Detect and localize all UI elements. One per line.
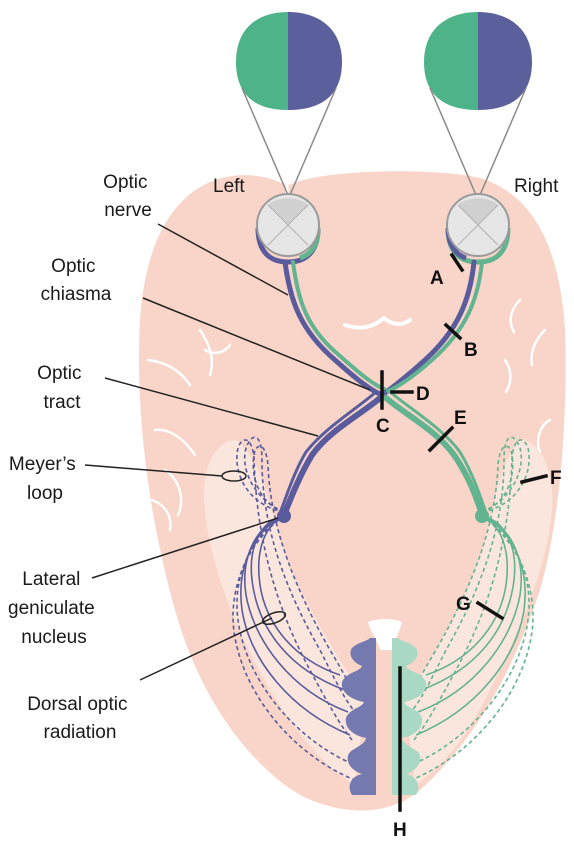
- lateral-geniculate-label: Lateral geniculate nucleus: [8, 569, 100, 648]
- lesion-e-mark: [427, 425, 455, 453]
- left-sulci: [146, 328, 232, 532]
- right-optic-nerve-green: [386, 260, 484, 393]
- lesion-f-mark: [519, 473, 549, 485]
- left-optic-nerve-green: [291, 260, 386, 391]
- left-side-label: Left: [213, 176, 245, 197]
- optic-tract-label: Optic tract: [37, 363, 87, 413]
- left-field-temporal: [236, 12, 288, 110]
- radiation-marker: [261, 611, 287, 625]
- left-eyeball: [255, 193, 321, 265]
- lesion-d-label: D: [416, 384, 430, 405]
- anterior-sulcus: [343, 316, 412, 330]
- right-field-temporal: [424, 12, 478, 110]
- right-side-label: Right: [514, 176, 559, 197]
- lesion-a-mark: [449, 252, 465, 273]
- lesion-marks: [380, 252, 549, 812]
- meyers-loop-pointer: [84, 464, 223, 477]
- left-field-nasal: [288, 12, 342, 110]
- lesion-g-mark: [475, 600, 505, 621]
- right-optic-radiation: [405, 436, 534, 783]
- lesion-g-label: G: [456, 594, 471, 615]
- right-optic-tract: [383, 395, 485, 518]
- left-eye-visual-field: [236, 12, 342, 196]
- lesion-c-label: C: [376, 416, 390, 437]
- meyers-loop-marker: [221, 470, 247, 482]
- lesion-h-label: H: [393, 820, 407, 841]
- radiation-pointer: [139, 617, 273, 681]
- lgn-pointer: [91, 517, 279, 579]
- right-sulci: [503, 298, 552, 507]
- lesion-f-label: F: [550, 468, 562, 489]
- left-optic-nerve-blue: [282, 259, 385, 398]
- pointer-lines: [84, 223, 371, 681]
- optic-tract-pointer: [104, 377, 319, 437]
- optic-nerve-pointer: [157, 223, 289, 296]
- lesion-b-label: B: [464, 340, 478, 361]
- right-temporal-horn: [405, 440, 553, 785]
- lesion-a-label: A: [430, 268, 444, 289]
- lesion-b-mark: [443, 322, 463, 341]
- meyers-loop-label: Meyer’s loop: [9, 454, 81, 504]
- left-optic-tract: [281, 395, 383, 518]
- dorsal-optic-radiation-label: Dorsal optic radiation: [27, 694, 133, 743]
- optic-nerve-label: Optic nerve: [103, 172, 153, 221]
- left-optic-radiation: [232, 436, 361, 783]
- optic-chiasma-pointer: [142, 297, 371, 391]
- right-eyeball: [445, 193, 511, 265]
- visual-tracts: [278, 259, 488, 518]
- left-visual-cortex: [341, 638, 376, 795]
- optic-chiasma-label: Optic chiasma: [41, 256, 112, 305]
- right-eye-visual-field: [424, 12, 532, 196]
- right-field-nasal: [478, 12, 532, 110]
- lesion-e-label: E: [454, 408, 467, 429]
